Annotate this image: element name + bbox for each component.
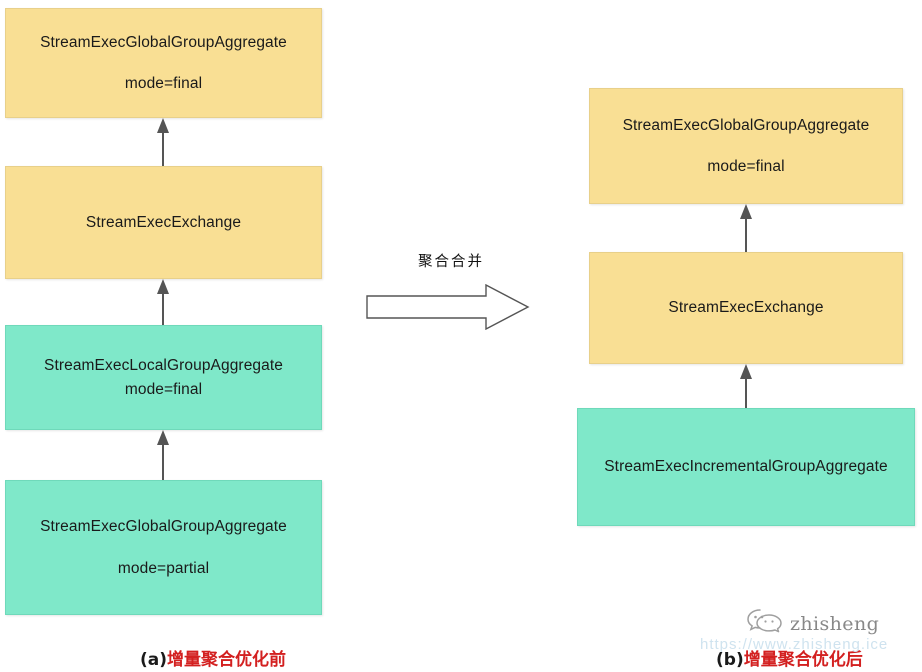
connector-arrow-left-3	[146, 430, 180, 480]
caption-left-index: (a)	[140, 650, 168, 670]
node-label-primary: StreamExecIncrementalGroupAggregate	[604, 458, 888, 476]
node-label-secondary: mode=final	[707, 158, 785, 175]
caption-right-index: (b)	[716, 650, 744, 670]
watermark-brand: zhisheng	[790, 612, 880, 635]
node-label-primary: StreamExecExchange	[668, 299, 824, 317]
connector-arrow-left-1	[146, 118, 180, 166]
node-label-primary: StreamExecExchange	[85, 213, 242, 231]
watermark-url: https://www.zhisheng.ice	[700, 636, 889, 653]
transform-arrow-label: 聚合合并	[418, 254, 484, 270]
transform-arrow-icon	[366, 283, 530, 335]
node-exchange-left: StreamExecExchange	[5, 166, 322, 279]
node-label-primary: StreamExecLocalGroupAggregate	[44, 357, 283, 375]
node-global-group-aggregate-final-right: StreamExecGlobalGroupAggregate mode=fina…	[589, 88, 903, 204]
connector-arrow-right-2	[729, 364, 763, 410]
node-label-primary: StreamExecGlobalGroupAggregate	[40, 518, 287, 536]
wechat-logo-icon	[746, 606, 784, 641]
caption-right: (b)增量聚合优化后	[716, 645, 863, 670]
node-label-secondary: mode=final	[124, 75, 203, 92]
caption-right-text: 增量聚合优化后	[743, 650, 863, 670]
connector-arrow-right-1	[729, 204, 763, 252]
node-exchange-right: StreamExecExchange	[589, 252, 903, 364]
node-global-group-aggregate-partial-left: StreamExecGlobalGroupAggregate mode=part…	[5, 480, 322, 615]
node-local-group-aggregate-final-left: StreamExecLocalGroupAggregate mode=final	[5, 325, 322, 430]
node-label-primary: StreamExecGlobalGroupAggregate	[40, 33, 287, 51]
watermark-logo: zhisheng	[746, 606, 879, 641]
connector-arrow-left-2	[146, 279, 180, 325]
caption-left-text: 增量聚合优化前	[167, 650, 287, 670]
node-incremental-group-aggregate-right: StreamExecIncrementalGroupAggregate	[577, 408, 915, 526]
node-global-group-aggregate-final-left: StreamExecGlobalGroupAggregate mode=fina…	[5, 8, 322, 118]
caption-left: (a)增量聚合优化前	[140, 645, 286, 670]
node-label-secondary: mode=final	[124, 380, 203, 398]
node-label-secondary: mode=partial	[117, 559, 210, 577]
node-label-primary: StreamExecGlobalGroupAggregate	[622, 116, 870, 134]
